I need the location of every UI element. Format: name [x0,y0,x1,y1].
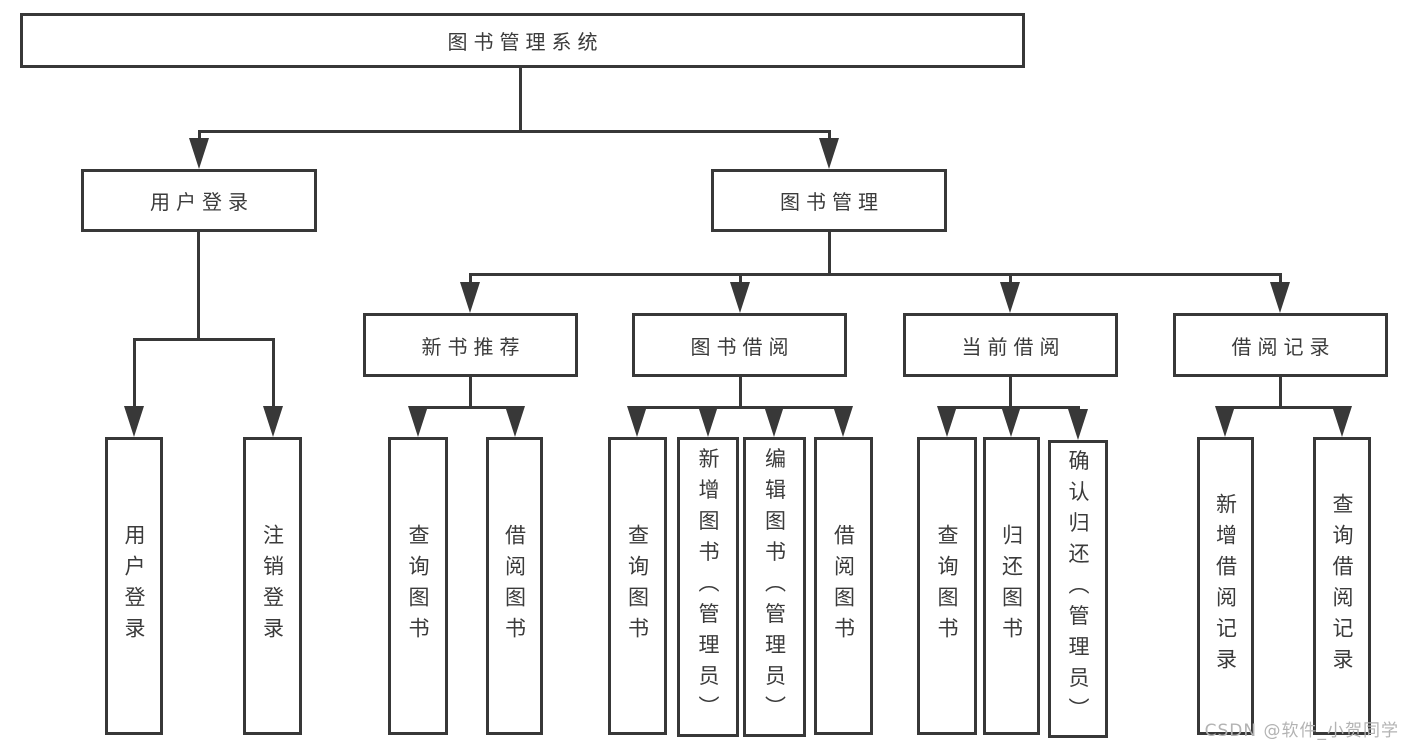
arrow-down-icon [698,406,718,437]
leaf-logout: 注销登录 [243,437,302,735]
node-root-label: 图书管理系统 [447,30,604,54]
connector-line [417,406,517,409]
node-root: 图书管理系统 [20,13,1025,68]
connector-line [133,338,136,408]
leaf-logout-label: 注销登录 [260,524,285,648]
leaf-recommend-borrow-books-label: 借阅图书 [502,524,527,648]
node-current-borrow-label: 当前借阅 [961,334,1066,359]
leaf-records-add-record: 新增借阅记录 [1197,437,1254,735]
connector-line [1224,406,1344,409]
leaf-records-query-record-label: 查询借阅记录 [1330,493,1354,679]
leaf-current-confirm-return-admin: 确认归还（管理员） [1048,440,1108,738]
connector-line [1279,273,1282,285]
connector-line [198,130,831,133]
leaf-borrow-borrow-books-label: 借阅图书 [831,524,856,648]
node-book-management: 图书管理 [711,169,947,232]
leaf-borrow-edit-books-admin-label: 编辑图书（管理员） [762,447,787,727]
leaf-current-query-books: 查询图书 [917,437,977,735]
leaf-user-login-label: 用户登录 [122,524,146,648]
arrow-down-icon [408,406,428,437]
leaf-borrow-query-books-label: 查询图书 [625,524,650,648]
connector-line [739,273,742,285]
connector-line [828,232,831,273]
leaf-recommend-query-books: 查询图书 [388,437,448,735]
connector-line [469,273,472,285]
arrow-down-icon [1001,406,1021,437]
leaf-current-confirm-return-admin-label: 确认归还（管理员） [1066,449,1090,729]
arrow-down-icon [730,282,750,313]
arrow-down-icon [833,406,853,437]
connector-line [469,377,472,406]
arrow-down-icon [1215,406,1235,437]
arrow-down-icon [460,282,480,313]
leaf-current-return-books: 归还图书 [983,437,1040,735]
connector-line [828,130,831,140]
arrow-down-icon [505,406,525,437]
node-user-login: 用户登录 [81,169,317,232]
arrow-down-icon [189,138,209,169]
arrow-down-icon [1332,406,1352,437]
arrow-down-icon [1068,409,1088,440]
arrow-down-icon [263,406,283,437]
arrow-down-icon [1000,282,1020,313]
leaf-borrow-borrow-books: 借阅图书 [814,437,873,735]
leaf-records-query-record: 查询借阅记录 [1313,437,1371,735]
leaf-borrow-edit-books-admin: 编辑图书（管理员） [743,437,806,737]
arrow-down-icon [124,406,144,437]
connector-line [469,273,1282,276]
connector-line [272,338,275,408]
node-book-management-label: 图书管理 [780,190,884,214]
arrow-down-icon [627,406,647,437]
leaf-borrow-query-books: 查询图书 [608,437,667,735]
leaf-borrow-add-books-admin-label: 新增图书（管理员） [696,447,720,727]
arrow-down-icon [1270,282,1290,313]
connector-line [519,68,522,130]
node-new-book-recommend: 新书推荐 [363,313,578,377]
arrow-down-icon [819,138,839,169]
leaf-recommend-query-books-label: 查询图书 [406,524,430,648]
node-book-borrow-label: 图书借阅 [690,334,795,359]
leaf-recommend-borrow-books: 借阅图书 [486,437,543,735]
connector-line [636,406,845,409]
arrow-down-icon [764,406,784,437]
connector-line [739,377,742,406]
leaf-user-login: 用户登录 [105,437,163,735]
node-book-borrow: 图书借阅 [632,313,847,377]
connector-line [197,232,200,338]
watermark: CSDN @软件_小贺同学 [1204,721,1399,741]
leaf-borrow-add-books-admin: 新增图书（管理员） [677,437,739,737]
node-user-login-label: 用户登录 [150,190,254,214]
leaf-current-return-books-label: 归还图书 [999,524,1024,648]
connector-line [1009,377,1012,406]
node-borrow-records: 借阅记录 [1173,313,1388,377]
connector-line [1009,273,1012,285]
arrow-down-icon [937,406,957,437]
node-current-borrow: 当前借阅 [903,313,1118,377]
leaf-current-query-books-label: 查询图书 [935,524,959,648]
connector-line [198,130,201,140]
leaf-records-add-record-label: 新增借阅记录 [1213,493,1238,679]
node-new-book-recommend-label: 新书推荐 [421,334,526,359]
node-borrow-records-label: 借阅记录 [1231,334,1336,359]
connector-line [1279,377,1282,406]
connector-line [133,338,275,341]
